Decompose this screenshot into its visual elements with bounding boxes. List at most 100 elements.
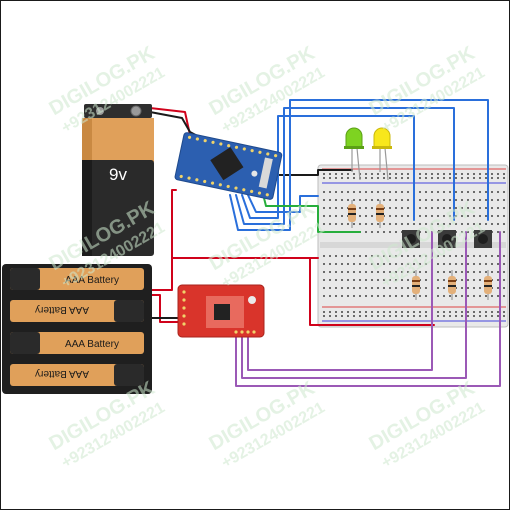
breadboard-hole bbox=[437, 215, 439, 217]
breadboard-hole bbox=[425, 279, 427, 281]
breadboard-hole bbox=[449, 191, 451, 193]
breadboard-hole bbox=[455, 223, 457, 225]
breadboard-hole bbox=[455, 311, 457, 313]
breadboard-hole bbox=[371, 215, 373, 217]
breadboard-hole bbox=[395, 231, 397, 233]
resistors-led bbox=[348, 200, 384, 228]
aaa-cell-2: AAA Battery bbox=[10, 300, 144, 322]
breadboard-hole bbox=[365, 231, 367, 233]
breadboard-hole bbox=[479, 295, 481, 297]
breadboard-hole bbox=[323, 311, 325, 313]
breadboard-hole bbox=[329, 215, 331, 217]
breadboard-hole bbox=[485, 295, 487, 297]
wire-blue-1 bbox=[229, 99, 489, 231]
breadboard-hole bbox=[443, 199, 445, 201]
breadboard-hole bbox=[341, 311, 343, 313]
breadboard-hole bbox=[335, 287, 337, 289]
breadboard-hole bbox=[503, 263, 505, 265]
breadboard-hole bbox=[389, 177, 391, 179]
breadboard-hole bbox=[371, 191, 373, 193]
breadboard-hole bbox=[473, 177, 475, 179]
breadboard-hole bbox=[503, 207, 505, 209]
breadboard-hole bbox=[443, 311, 445, 313]
breadboard-hole bbox=[395, 223, 397, 225]
breadboard-hole bbox=[395, 207, 397, 209]
breadboard-hole bbox=[443, 295, 445, 297]
aaa-cell-3-label: AAA Battery bbox=[65, 339, 119, 350]
breadboard-hole bbox=[365, 173, 367, 175]
breadboard-hole bbox=[461, 199, 463, 201]
breadboard-hole bbox=[473, 315, 475, 317]
breadboard-hole bbox=[497, 271, 499, 273]
breadboard-hole bbox=[383, 315, 385, 317]
breadboard-hole bbox=[437, 287, 439, 289]
wires bbox=[149, 99, 501, 387]
breadboard-hole bbox=[431, 207, 433, 209]
breadboard-hole bbox=[407, 295, 409, 297]
breadboard-hole bbox=[371, 255, 373, 257]
breadboard-hole bbox=[395, 287, 397, 289]
breadboard-hole bbox=[473, 263, 475, 265]
breadboard-hole bbox=[473, 279, 475, 281]
breadboard-hole bbox=[455, 271, 457, 273]
breadboard-hole bbox=[401, 287, 403, 289]
breadboard-hole bbox=[485, 207, 487, 209]
breadboard-hole bbox=[503, 295, 505, 297]
breadboard-hole bbox=[437, 199, 439, 201]
breadboard-hole bbox=[503, 271, 505, 273]
breadboard-hole bbox=[329, 223, 331, 225]
breadboard-hole bbox=[467, 255, 469, 257]
breadboard-hole bbox=[341, 255, 343, 257]
breadboard-hole bbox=[425, 223, 427, 225]
aaa-cell-1-label: AAA Battery bbox=[65, 275, 119, 286]
resistor-led-1 bbox=[348, 200, 356, 228]
breadboard-hole bbox=[353, 271, 355, 273]
breadboard-hole bbox=[401, 315, 403, 317]
breadboard-hole bbox=[359, 199, 361, 201]
breadboard-hole bbox=[479, 223, 481, 225]
breadboard-hole bbox=[455, 191, 457, 193]
breadboard-hole bbox=[371, 223, 373, 225]
breadboard-hole bbox=[365, 207, 367, 209]
breadboard-hole bbox=[461, 279, 463, 281]
breadboard-hole bbox=[389, 295, 391, 297]
breadboard-hole bbox=[323, 315, 325, 317]
breadboard-hole bbox=[419, 311, 421, 313]
breadboard-hole bbox=[473, 295, 475, 297]
aaa-cell-4-label: AAA Battery bbox=[35, 368, 89, 379]
breadboard-hole bbox=[395, 271, 397, 273]
breadboard-hole bbox=[419, 199, 421, 201]
breadboard-hole bbox=[353, 255, 355, 257]
breadboard-hole bbox=[323, 191, 325, 193]
breadboard-hole bbox=[437, 263, 439, 265]
breadboard-hole bbox=[461, 231, 463, 233]
breadboard-hole bbox=[335, 255, 337, 257]
breadboard-hole bbox=[383, 191, 385, 193]
breadboard-hole bbox=[449, 271, 451, 273]
breadboard-hole bbox=[479, 311, 481, 313]
breadboard-hole bbox=[437, 173, 439, 175]
breadboard-hole bbox=[407, 287, 409, 289]
breadboard-hole bbox=[425, 191, 427, 193]
breadboard-hole bbox=[401, 177, 403, 179]
breadboard-hole bbox=[359, 263, 361, 265]
breadboard-hole bbox=[335, 215, 337, 217]
breadboard-hole bbox=[353, 173, 355, 175]
breadboard-hole bbox=[449, 315, 451, 317]
breadboard-hole bbox=[485, 255, 487, 257]
breadboard-hole bbox=[449, 177, 451, 179]
breadboard-hole bbox=[425, 311, 427, 313]
breadboard-hole bbox=[491, 215, 493, 217]
breadboard-hole bbox=[395, 191, 397, 193]
breadboard-hole bbox=[497, 263, 499, 265]
breadboard-hole bbox=[461, 191, 463, 193]
breadboard-hole bbox=[491, 315, 493, 317]
breadboard-hole bbox=[455, 315, 457, 317]
breadboard-hole bbox=[347, 271, 349, 273]
breadboard-hole bbox=[467, 215, 469, 217]
breadboard-hole bbox=[329, 191, 331, 193]
breadboard-hole bbox=[455, 199, 457, 201]
breadboard-hole bbox=[443, 255, 445, 257]
breadboard-hole bbox=[503, 279, 505, 281]
breadboard-hole bbox=[449, 295, 451, 297]
